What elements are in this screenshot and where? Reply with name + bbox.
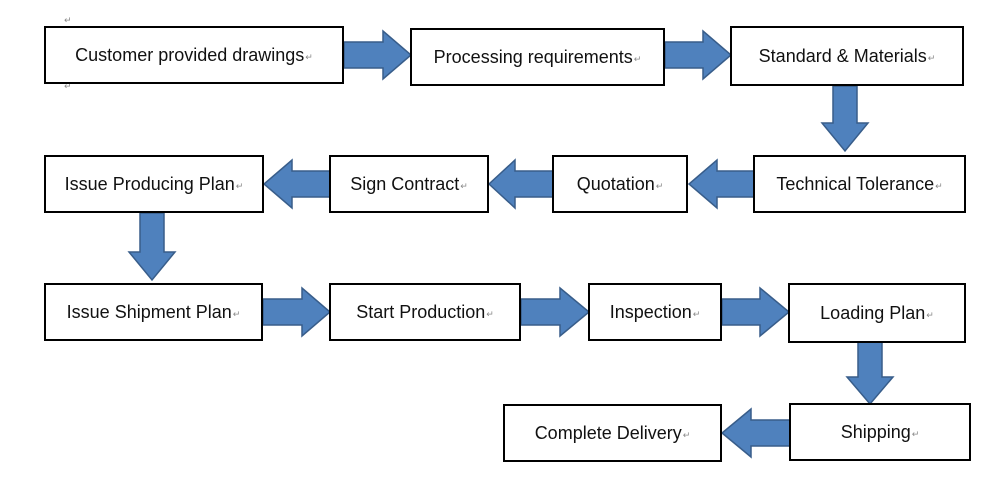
arrow-left-2	[487, 158, 554, 210]
paragraph-mark: ↵	[682, 431, 691, 441]
step-issue-producing-plan: Issue Producing Plan↵	[44, 155, 264, 213]
arrow-right-2	[664, 29, 733, 81]
arrow-left-3	[262, 158, 331, 210]
paragraph-mark: ↵	[460, 182, 468, 192]
step-start-production: Start Production↵	[329, 283, 521, 341]
arrow-right-5	[721, 286, 791, 338]
paragraph-mark: ↵	[235, 182, 244, 192]
step-issue-shipment-plan: Issue Shipment Plan↵	[44, 283, 263, 341]
arrow-right-4	[520, 286, 591, 338]
paragraph-mark: ↵	[232, 310, 241, 320]
step-label: Issue Shipment Plan	[66, 301, 232, 322]
step-complete-delivery: Complete Delivery↵	[503, 404, 722, 462]
step-label: Start Production	[356, 301, 486, 322]
step-label: Quotation	[576, 173, 655, 194]
step-inspection: Inspection↵	[588, 283, 722, 341]
paragraph-mark: ↵	[692, 310, 701, 320]
paragraph-mark: ↵	[927, 54, 936, 64]
step-label: Technical Tolerance	[776, 173, 935, 194]
step-label: Standard & Materials	[758, 45, 927, 66]
step-processing-requirements: Processing requirements↵	[410, 28, 665, 86]
step-label: Issue Producing Plan	[64, 173, 235, 194]
step-label: Loading Plan	[820, 302, 926, 323]
arrow-down-3	[845, 341, 895, 406]
paragraph-mark: ↵	[305, 53, 313, 63]
arrow-left-4	[720, 407, 791, 459]
step-label: Processing requirements	[433, 46, 633, 67]
step-loading-plan: Loading Plan↵	[788, 283, 966, 343]
paragraph-mark-top: ↵	[64, 16, 72, 26]
paragraph-mark: ↵	[633, 55, 642, 65]
arrow-down-1	[820, 85, 870, 153]
arrow-right-1	[343, 29, 413, 81]
step-technical-tolerance: Technical Tolerance↵	[753, 155, 966, 213]
step-label: Inspection	[609, 301, 692, 322]
step-standard-materials: Standard & Materials↵	[730, 26, 964, 86]
step-label: Shipping	[840, 421, 911, 442]
paragraph-mark: ↵	[926, 311, 934, 321]
paragraph-mark: ↵	[935, 182, 943, 192]
arrow-right-3	[262, 286, 332, 338]
step-label: Complete Delivery	[534, 422, 682, 443]
arrow-down-2	[127, 212, 177, 282]
paragraph-mark: ↵	[911, 430, 920, 440]
step-sign-contract: Sign Contract↵	[329, 155, 489, 213]
step-customer-provided-drawings: Customer provided drawings↵	[44, 26, 344, 84]
step-label: Sign Contract	[350, 173, 460, 194]
step-shipping: Shipping↵	[789, 403, 971, 461]
paragraph-mark: ↵	[655, 182, 664, 192]
step-quotation: Quotation↵	[552, 155, 688, 213]
arrow-left-1	[687, 158, 756, 210]
paragraph-mark-left: ↵	[64, 82, 72, 92]
step-label: Customer provided drawings	[75, 44, 305, 65]
paragraph-mark: ↵	[486, 310, 494, 320]
